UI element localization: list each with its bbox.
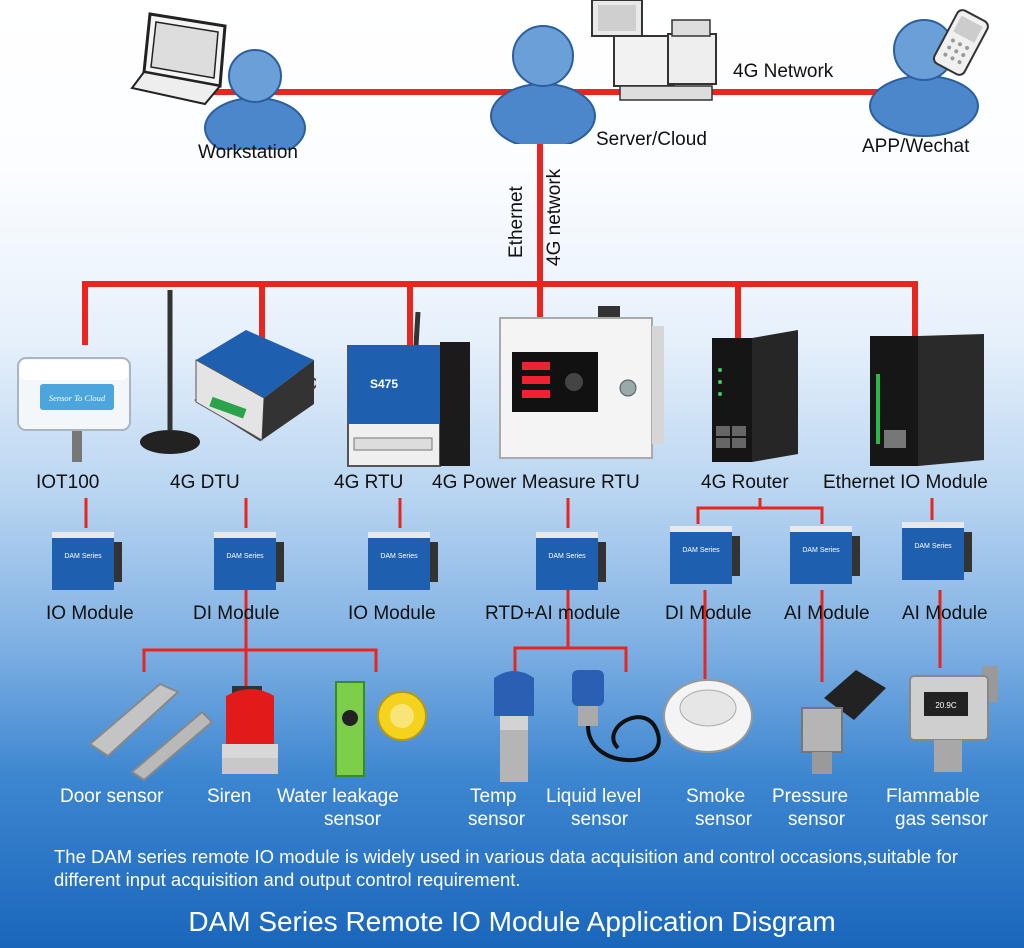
app-label: APP/Wechat bbox=[862, 136, 970, 157]
rtu-model-text: S475 bbox=[370, 377, 398, 391]
gateway-label-iot100: IOT100 bbox=[36, 472, 100, 493]
sensor-label-door: Door sensor bbox=[60, 786, 164, 807]
sensor-label-temp-1: Temp bbox=[470, 786, 517, 807]
door-sensor-icon bbox=[88, 682, 214, 782]
dam-series-text: DAM Series bbox=[682, 547, 720, 554]
water-leakage-sensor-icon bbox=[335, 681, 427, 777]
module-label-io-2: IO Module bbox=[348, 603, 436, 624]
gateway-label-ethernet-io-module: Ethernet IO Module bbox=[823, 472, 988, 493]
link-ethernet-label: Ethernet bbox=[506, 186, 527, 258]
sensor-label-liquid-2: sensor bbox=[571, 809, 629, 830]
gateway-label-4g-rtu: 4G RTU bbox=[334, 472, 404, 493]
sensor-label-pressure-2: sensor bbox=[788, 809, 846, 830]
temp-sensor-icon bbox=[494, 671, 534, 782]
server-user-icon bbox=[490, 25, 596, 144]
gateway-label-power-measure-rtu: 4G Power Measure RTU bbox=[432, 472, 640, 493]
ethernet-io-module-device-icon bbox=[870, 334, 984, 466]
module-label-di-1: DI Module bbox=[193, 603, 280, 624]
rtd-ai-module-icon: DAM Series bbox=[536, 532, 606, 590]
4g-rtu-device-icon: S475 bbox=[347, 311, 470, 467]
sensor-label-gas-2: gas sensor bbox=[895, 809, 988, 830]
sensor-label-smoke-2: sensor bbox=[695, 809, 753, 830]
sensor-label-pressure-1: Pressure bbox=[772, 786, 849, 807]
dam-series-text: DAM Series bbox=[914, 543, 952, 550]
laptop-icon bbox=[130, 12, 227, 106]
module-label-ai-2: AI Module bbox=[902, 603, 988, 624]
sensor-label-gas-1: Flammable bbox=[886, 786, 980, 807]
siren-icon bbox=[222, 686, 278, 774]
liquid-level-sensor-icon bbox=[572, 670, 661, 763]
di-module-2-icon: DAM Series bbox=[670, 526, 740, 584]
ai-module-2-icon: DAM Series bbox=[902, 522, 972, 580]
4g-dtu-device-icon bbox=[140, 290, 316, 454]
diagram-title: DAM Series Remote IO Module Application … bbox=[188, 906, 836, 937]
dam-series-text: DAM Series bbox=[548, 553, 586, 560]
dam-series-text: DAM Series bbox=[226, 553, 264, 560]
link-4g-network-label: 4G Network bbox=[733, 61, 834, 82]
io-module-2-icon: DAM Series bbox=[368, 532, 438, 590]
module-label-rtd-ai: RTD+AI module bbox=[485, 603, 621, 624]
smoke-sensor-icon bbox=[663, 679, 753, 753]
ai-module-1-icon: DAM Series bbox=[790, 526, 860, 584]
link-4g-network-vertical-label: 4G network bbox=[544, 168, 565, 266]
sensor-label-temp-2: sensor bbox=[468, 809, 526, 830]
dam-series-text: DAM Series bbox=[380, 553, 418, 560]
sensor-label-liquid-1: Liquid level bbox=[546, 786, 642, 807]
workstation-label: Workstation bbox=[198, 142, 298, 163]
iot100-device-icon: Sensor To Cloud bbox=[17, 357, 131, 462]
module-label-di-2: DI Module bbox=[665, 603, 752, 624]
workstation-user-icon bbox=[204, 49, 306, 150]
io-module-1-icon: DAM Series bbox=[52, 532, 122, 590]
gateway-label-4g-router: 4G Router bbox=[701, 472, 789, 493]
app-user-icon bbox=[869, 9, 989, 137]
sensor-label-siren: Siren bbox=[207, 786, 252, 807]
server-computer-icon bbox=[591, 0, 717, 101]
gateway-label-4g-dtu: 4G DTU bbox=[170, 472, 240, 493]
power-measure-rtu-device-icon bbox=[499, 306, 664, 459]
module-label-io-1: IO Module bbox=[46, 603, 134, 624]
description-note: The DAM series remote IO module is widel… bbox=[54, 846, 958, 890]
flammable-gas-sensor-icon: 20.9C bbox=[909, 666, 998, 772]
4g-router-device-icon bbox=[712, 330, 798, 462]
dam-series-text: DAM Series bbox=[802, 547, 840, 554]
server-label: Server/Cloud bbox=[596, 129, 707, 150]
di-module-1-icon: DAM Series bbox=[214, 532, 284, 590]
pressure-sensor-icon bbox=[801, 670, 886, 774]
sensor-label-water-1: Water leakage bbox=[277, 786, 399, 807]
sensor-label-water-2: sensor bbox=[324, 809, 382, 830]
gas-display-text: 20.9C bbox=[935, 701, 957, 710]
dam-series-text: DAM Series bbox=[64, 553, 102, 560]
module-label-ai-1: AI Module bbox=[784, 603, 870, 624]
iot100-logo-text: Sensor To Cloud bbox=[49, 393, 106, 403]
sensor-label-smoke-1: Smoke bbox=[686, 786, 746, 807]
